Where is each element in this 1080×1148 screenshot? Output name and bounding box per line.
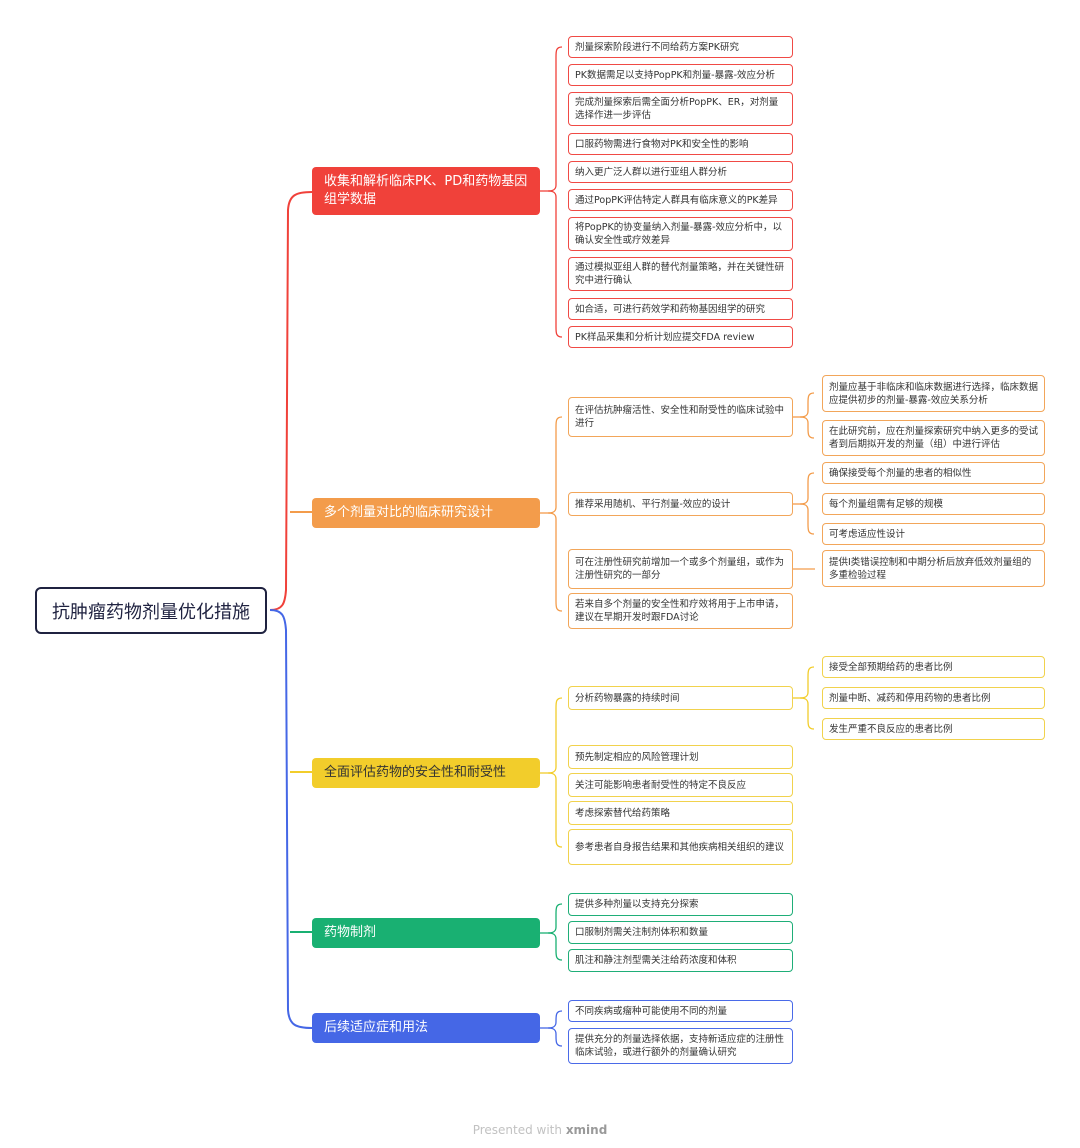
- root-topic[interactable]: 抗肿瘤药物剂量优化措施: [35, 587, 267, 634]
- sub-leaf-item[interactable]: 在此研究前，应在剂量探索研究中纳入更多的受试者到后期拟开发的剂量（组）中进行评估: [822, 420, 1045, 456]
- leaf-item[interactable]: 将PopPK的协变量纳入剂量-暴露-效应分析中，以确认安全性或疗效差异: [568, 217, 793, 251]
- leaf-item[interactable]: 推荐采用随机、平行剂量-效应的设计: [568, 492, 793, 516]
- connector: [547, 697, 563, 848]
- leaf-item[interactable]: 分析药物暴露的持续时间: [568, 686, 793, 710]
- sub-leaf-item[interactable]: 剂量中断、减药和停用药物的患者比例: [822, 687, 1045, 709]
- sub-leaf-item[interactable]: 接受全部预期给药的患者比例: [822, 656, 1045, 678]
- leaf-item[interactable]: 在评估抗肿瘤活性、安全性和耐受性的临床试验中进行: [568, 397, 793, 437]
- sub-leaf-item[interactable]: 可考虑适应性设计: [822, 523, 1045, 545]
- leaf-item[interactable]: 口服制剂需关注制剂体积和数量: [568, 921, 793, 944]
- connector: [799, 666, 815, 730]
- leaf-item[interactable]: 预先制定相应的风险管理计划: [568, 745, 793, 769]
- footer-credit: Presented with xmind: [0, 1123, 1080, 1137]
- connector: [547, 1010, 563, 1047]
- leaf-item[interactable]: 提供多种剂量以支持充分探索: [568, 893, 793, 916]
- xmind-logo: xmind: [565, 1123, 608, 1137]
- connector: [269, 191, 313, 611]
- connector: [799, 392, 815, 439]
- sub-leaf-item[interactable]: 剂量应基于非临床和临床数据进行选择，临床数据应提供初步的剂量-暴露-效应关系分析: [822, 375, 1045, 412]
- leaf-item[interactable]: 不同疾病或瘤种可能使用不同的剂量: [568, 1000, 793, 1022]
- connector: [269, 609, 313, 1029]
- branch-multi-dose-design[interactable]: 多个剂量对比的临床研究设计: [312, 498, 540, 528]
- sub-leaf-item[interactable]: 确保接受每个剂量的患者的相似性: [822, 462, 1045, 484]
- leaf-item[interactable]: 可在注册性研究前增加一个或多个剂量组，或作为注册性研究的一部分: [568, 549, 793, 589]
- leaf-item[interactable]: PK样品采集和分析计划应提交FDA review: [568, 326, 793, 348]
- leaf-item[interactable]: 完成剂量探索后需全面分析PopPK、ER，对剂量选择作进一步评估: [568, 92, 793, 126]
- leaf-item[interactable]: 通过模拟亚组人群的替代剂量策略，并在关键性研究中进行确认: [568, 257, 793, 291]
- footer-prefix: Presented with: [472, 1123, 566, 1137]
- leaf-item[interactable]: PK数据需足以支持PopPK和剂量-暴露-效应分析: [568, 64, 793, 86]
- leaf-item[interactable]: 如合适，可进行药效学和药物基因组学的研究: [568, 298, 793, 320]
- leaf-item[interactable]: 纳入更广泛人群以进行亚组人群分析: [568, 161, 793, 183]
- sub-leaf-item[interactable]: 发生严重不良反应的患者比例: [822, 718, 1045, 740]
- leaf-item[interactable]: 剂量探索阶段进行不同给药方案PK研究: [568, 36, 793, 58]
- leaf-item[interactable]: 考虑探索替代给药策略: [568, 801, 793, 825]
- leaf-item[interactable]: 肌注和静注剂型需关注给药浓度和体积: [568, 949, 793, 972]
- sub-leaf-item[interactable]: 提供I类错误控制和中期分析后放弃低效剂量组的多重检验过程: [822, 550, 1045, 587]
- branch-safety-tolerability[interactable]: 全面评估药物的安全性和耐受性: [312, 758, 540, 788]
- leaf-item[interactable]: 关注可能影响患者耐受性的特定不良反应: [568, 773, 793, 797]
- sub-leaf-item[interactable]: 每个剂量组需有足够的规模: [822, 493, 1045, 515]
- connector: [547, 46, 563, 338]
- connector: [799, 472, 815, 535]
- leaf-item[interactable]: 提供充分的剂量选择依据，支持新适应症的注册性临床试验，或进行额外的剂量确认研究: [568, 1028, 793, 1064]
- branch-subsequent-indications[interactable]: 后续适应症和用法: [312, 1013, 540, 1043]
- connector: [547, 416, 563, 612]
- branch-formulation[interactable]: 药物制剂: [312, 918, 540, 948]
- branch-pk-pd-data[interactable]: 收集和解析临床PK、PD和药物基因组学数据: [312, 167, 540, 215]
- connector: [547, 903, 563, 961]
- leaf-item[interactable]: 通过PopPK评估特定人群具有临床意义的PK差异: [568, 189, 793, 211]
- leaf-item[interactable]: 若来自多个剂量的安全性和疗效将用于上市申请，建议在早期开发时跟FDA讨论: [568, 593, 793, 629]
- leaf-item[interactable]: 口服药物需进行食物对PK和安全性的影响: [568, 133, 793, 155]
- leaf-item[interactable]: 参考患者自身报告结果和其他疾病相关组织的建议: [568, 829, 793, 865]
